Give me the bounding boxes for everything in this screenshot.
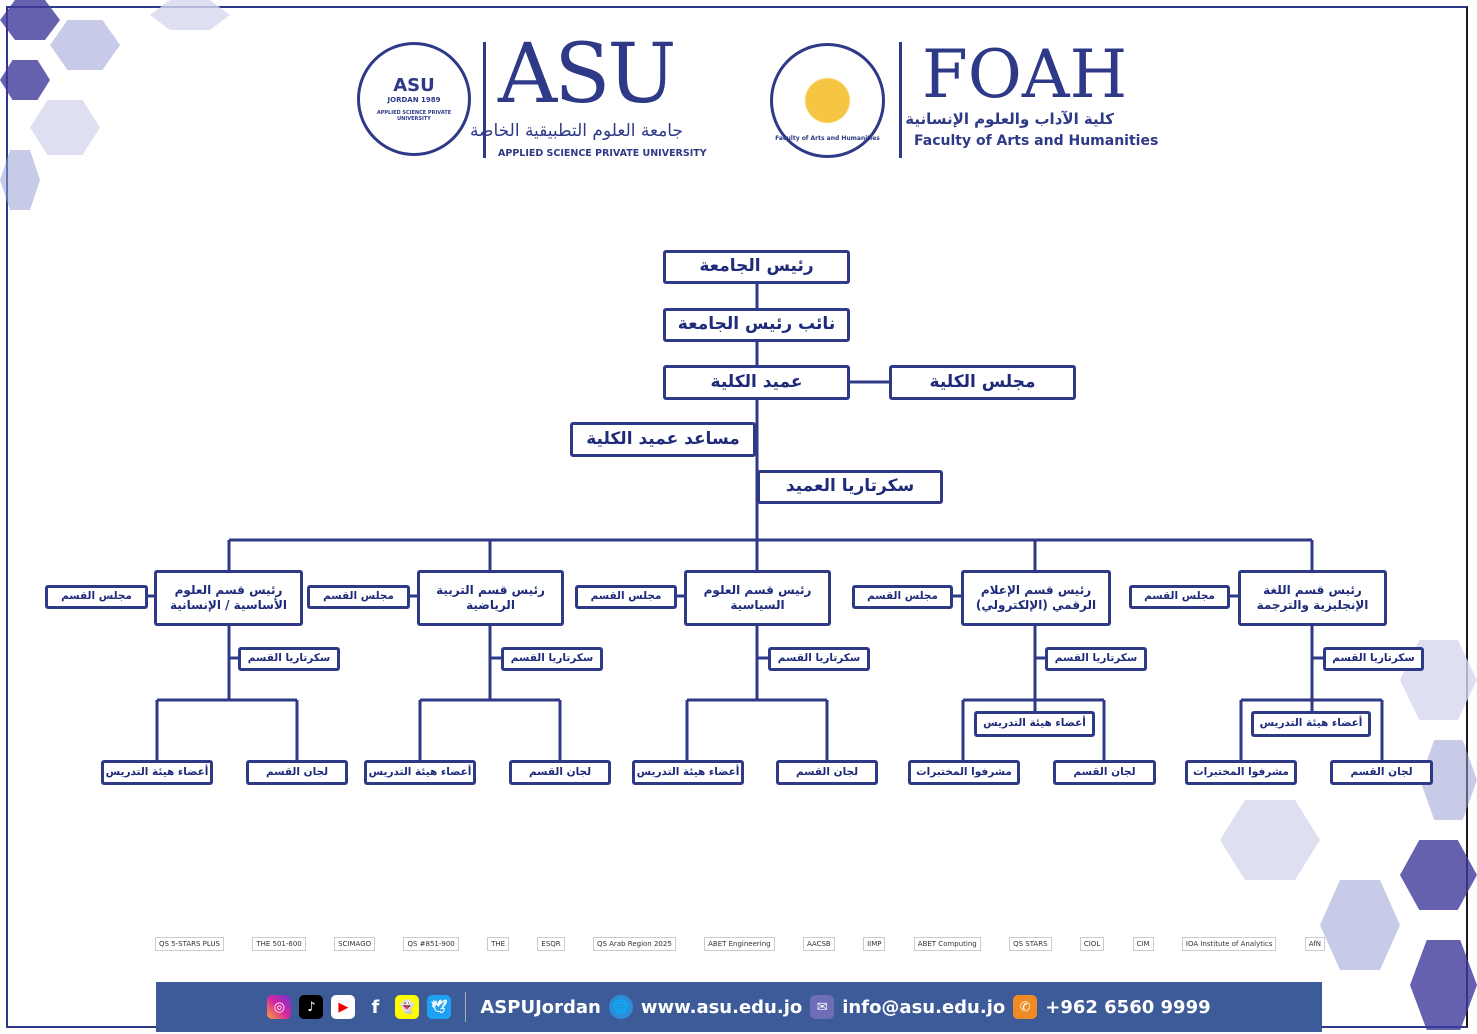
accreditation-logo: SCIMAGO [334, 937, 376, 951]
accreditation-logo: QS 5-STARS PLUS [155, 937, 224, 951]
department-committees-box: لجان القسم [1330, 760, 1433, 785]
faculty-members-box: أعضاء هيئة التدريس [974, 711, 1095, 737]
asu-seal-logo: ASU JORDAN 1989 APPLIED SCIENCE PRIVATE … [357, 42, 471, 156]
faculty-council-box: مجلس الكلية [889, 365, 1076, 400]
accreditation-logo: IIMP [863, 937, 886, 951]
department-secretariat-box: سكرتاريا القسم [1045, 647, 1147, 671]
faculty-members-box: أعضاء هيئة التدريس [632, 760, 744, 785]
foah-arabic-name: كلية الآداب والعلوم الإنسانية [905, 110, 1114, 128]
asu-seal-text: ASU [393, 74, 435, 96]
assistant-dean-box: مساعد عميد الكلية [570, 422, 756, 457]
decor-hexagon [1320, 880, 1400, 970]
department-secretariat-box: سكرتاريا القسم [768, 647, 870, 671]
foah-seal-ring: Faculty of Arts and Humanities [775, 134, 880, 142]
asu-seal-ring: APPLIED SCIENCE PRIVATE UNIVERSITY [376, 110, 452, 123]
globe-icon: 🌐 [608, 995, 633, 1019]
department-secretariat-box: سكرتاريا القسم [238, 647, 340, 671]
divider [465, 992, 467, 1022]
accreditation-logo: QS Arab Region 2025 [592, 937, 676, 951]
department-council-box: مجلس القسم [307, 585, 410, 609]
accreditation-logo: AACSB [802, 937, 835, 951]
department-head-box: رئيس قسم اللغة الإنجليزية والترجمة [1238, 570, 1387, 626]
department-committees-box: لجان القسم [776, 760, 878, 785]
accreditation-logo: QS #851-900 [403, 937, 459, 951]
email-icon: ✉ [810, 995, 835, 1019]
divider [483, 42, 486, 158]
department-council-box: مجلس القسم [575, 585, 677, 609]
president-box: رئيس الجامعة [663, 250, 850, 284]
facebook-icon[interactable]: f [363, 995, 388, 1019]
twitter-icon[interactable]: 🕊 [427, 995, 452, 1019]
department-head-box: رئيس قسم العلوم الأساسية / الإنسانية [154, 570, 303, 626]
asu-wordmark: ASU [498, 27, 676, 122]
accreditation-logos: QS 5-STARS PLUS THE 501-600 SCIMAGO QS #851… [155, 930, 1325, 958]
dean-secretariat-box: سكرتاريا العميد [757, 470, 943, 504]
accreditation-logo: ABET Engineering [704, 937, 775, 951]
instagram-icon[interactable]: ◎ [267, 995, 292, 1019]
asu-seal-sub: JORDAN 1989 [387, 95, 441, 104]
accreditation-logo: ABET Computing [913, 937, 981, 951]
department-secretariat-box: سكرتاريا القسم [501, 647, 603, 671]
accreditation-logo: QS STARS [1009, 937, 1052, 951]
asu-english-name: APPLIED SCIENCE PRIVATE UNIVERSITY [498, 148, 707, 159]
faculty-members-box: أعضاء هيئة التدريس [364, 760, 476, 785]
decor-hexagon [1400, 840, 1477, 910]
social-handle[interactable]: ASPUJordan [480, 996, 601, 1018]
accreditation-logo: ESQR [537, 937, 565, 951]
accreditation-logo: CIOL [1079, 937, 1105, 951]
vice-president-box: نائب رئيس الجامعة [663, 308, 850, 342]
phone-number[interactable]: +962 6560 9999 [1045, 996, 1211, 1018]
lab-supervisors-box: مشرفوا المختبرات [908, 760, 1020, 785]
snapchat-icon[interactable]: 👻 [395, 995, 420, 1019]
email-link[interactable]: info@asu.edu.jo [842, 996, 1006, 1018]
accreditation-logo: AfN [1304, 937, 1325, 951]
website-link[interactable]: www.asu.edu.jo [640, 996, 803, 1018]
department-committees-box: لجان القسم [509, 760, 611, 785]
contact-footer: ◎ ♪ ▶ f 👻 🕊 ASPUJordan 🌐 www.asu.edu.jo … [156, 982, 1322, 1032]
foah-english-name: Faculty of Arts and Humanities [914, 133, 1159, 149]
department-head-box: رئيس قسم الإعلام الرقمي (الإلكترولي) [961, 570, 1111, 626]
department-secretariat-box: سكرتاريا القسم [1323, 647, 1424, 671]
department-head-box: رئيس قسم التربية الرياضية [417, 570, 564, 626]
department-head-box: رئيس قسم العلوم السياسية [684, 570, 831, 626]
department-council-box: مجلس القسم [1129, 585, 1230, 609]
foah-wordmark: FOAH [922, 36, 1128, 113]
dean-box: عميد الكلية [663, 365, 850, 400]
department-council-box: مجلس القسم [852, 585, 953, 609]
department-committees-box: لجان القسم [1053, 760, 1156, 785]
divider [899, 42, 902, 158]
accreditation-logo: THE 501-600 [252, 937, 306, 951]
accreditation-logo: IOA Institute of Analytics [1181, 937, 1277, 951]
faculty-members-box: أعضاء هيئة التدريس [1251, 711, 1371, 737]
lab-supervisors-box: مشرفوا المختبرات [1185, 760, 1297, 785]
faculty-members-box: أعضاء هيئة التدريس [101, 760, 213, 785]
tiktok-icon[interactable]: ♪ [299, 995, 324, 1019]
accreditation-logo: THE [487, 937, 510, 951]
accreditation-logo: CIM [1132, 937, 1154, 951]
asu-arabic-name: جامعة العلوم التطبيقية الخاصة [469, 121, 683, 141]
department-council-box: مجلس القسم [45, 585, 148, 609]
foah-seal-logo: Faculty of Arts and Humanities [770, 43, 885, 158]
phone-icon: ✆ [1013, 995, 1038, 1019]
department-committees-box: لجان القسم [246, 760, 348, 785]
youtube-icon[interactable]: ▶ [331, 995, 356, 1019]
